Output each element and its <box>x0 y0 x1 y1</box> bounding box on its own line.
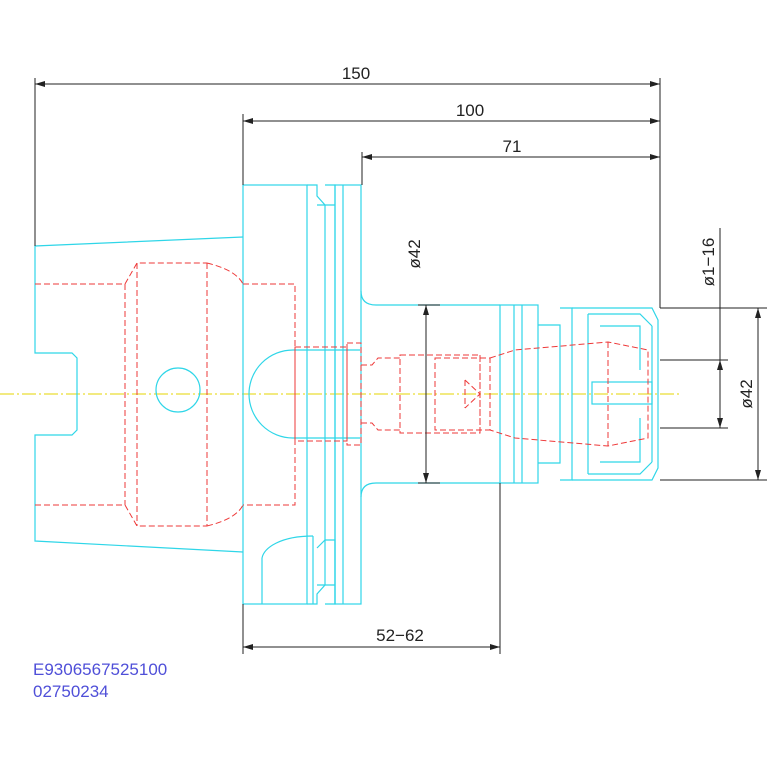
dim-diameter-nut-label: ø42 <box>737 379 756 408</box>
hidden-lines <box>35 262 649 527</box>
dim-52-62-label: 52−62 <box>376 626 424 645</box>
dim-100-label: 100 <box>456 101 484 120</box>
part-code-secondary: 02750234 <box>33 682 109 701</box>
part-codes: E9306567525100 02750234 <box>33 659 167 703</box>
part-code-primary: E9306567525100 <box>33 660 168 679</box>
dimension-diameter-nut: ø42 <box>660 307 767 481</box>
dimension-150: 150 <box>34 64 661 308</box>
dim-71-label: 71 <box>503 137 522 156</box>
dim-clamping-range-label: ø1−16 <box>699 238 718 287</box>
dimension-diameter-body: ø42 <box>405 239 440 484</box>
collet-nut-outline <box>560 307 659 481</box>
dimension-71: 71 <box>361 137 660 185</box>
flange-outline <box>242 184 362 605</box>
dim-150-label: 150 <box>342 64 370 83</box>
tool-body-outline <box>360 290 561 498</box>
dimension-52-62: 52−62 <box>242 483 501 654</box>
dim-diameter-body-label: ø42 <box>405 239 424 268</box>
dimension-100: 100 <box>242 101 660 185</box>
taper-shank-outline <box>34 236 244 553</box>
dimension-clamping-range: ø1−16 <box>660 228 728 429</box>
